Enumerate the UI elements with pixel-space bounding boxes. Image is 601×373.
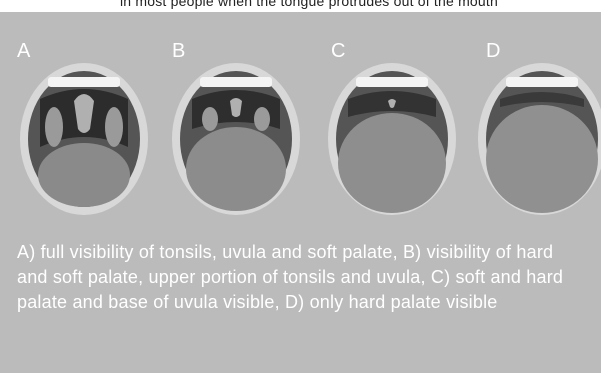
figure-caption: A) full visibility of tonsils, uvula and… bbox=[17, 240, 577, 315]
mouth-b-illustration bbox=[170, 57, 302, 215]
cropped-text: in most people when the tongue protrudes… bbox=[120, 0, 498, 9]
mouth-d-illustration bbox=[476, 57, 601, 215]
mouth-a-illustration bbox=[18, 57, 150, 215]
cropped-text-strip: in most people when the tongue protrudes… bbox=[0, 0, 601, 12]
mouth-c-illustration bbox=[326, 57, 458, 215]
figure-panel: A B C D bbox=[0, 12, 601, 372]
